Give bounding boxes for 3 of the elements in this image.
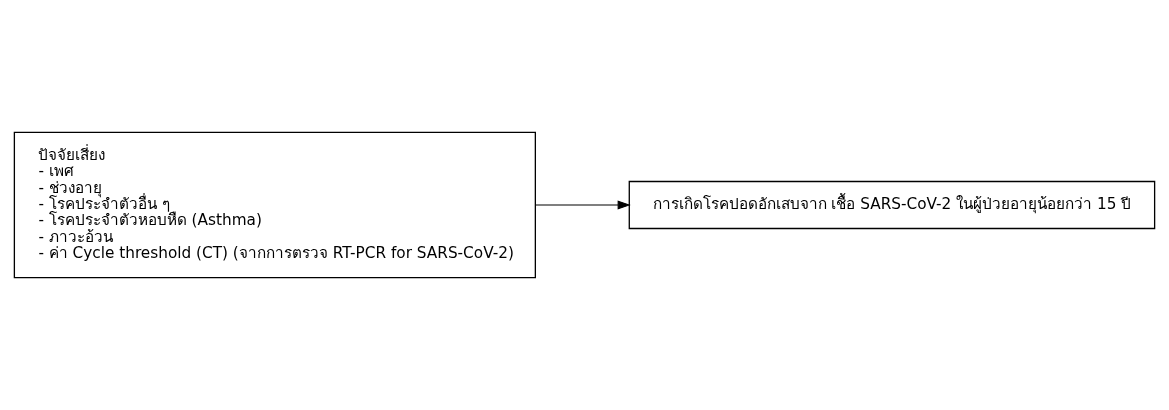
node-box: การเกิดโรคปอดอักเสบจาก เชื้อ SARS-CoV-2 ในผู้ป่วยอายุน้อยกว่า 15 ปี bbox=[628, 180, 1156, 230]
node-box: ปัจจัยเสี่ยง - เพศ - ช่วงอายุ - โรคประจำตัวอื่น ๆ - โรคประจำตัวหอบหืด (Asthma) - ภาวะอ้วน - ค่า Cycle threshold (CT) (จากการตรวจ RT-PCR for SARS-CoV-2) bbox=[13, 131, 536, 279]
arrow bbox=[534, 200, 631, 210]
